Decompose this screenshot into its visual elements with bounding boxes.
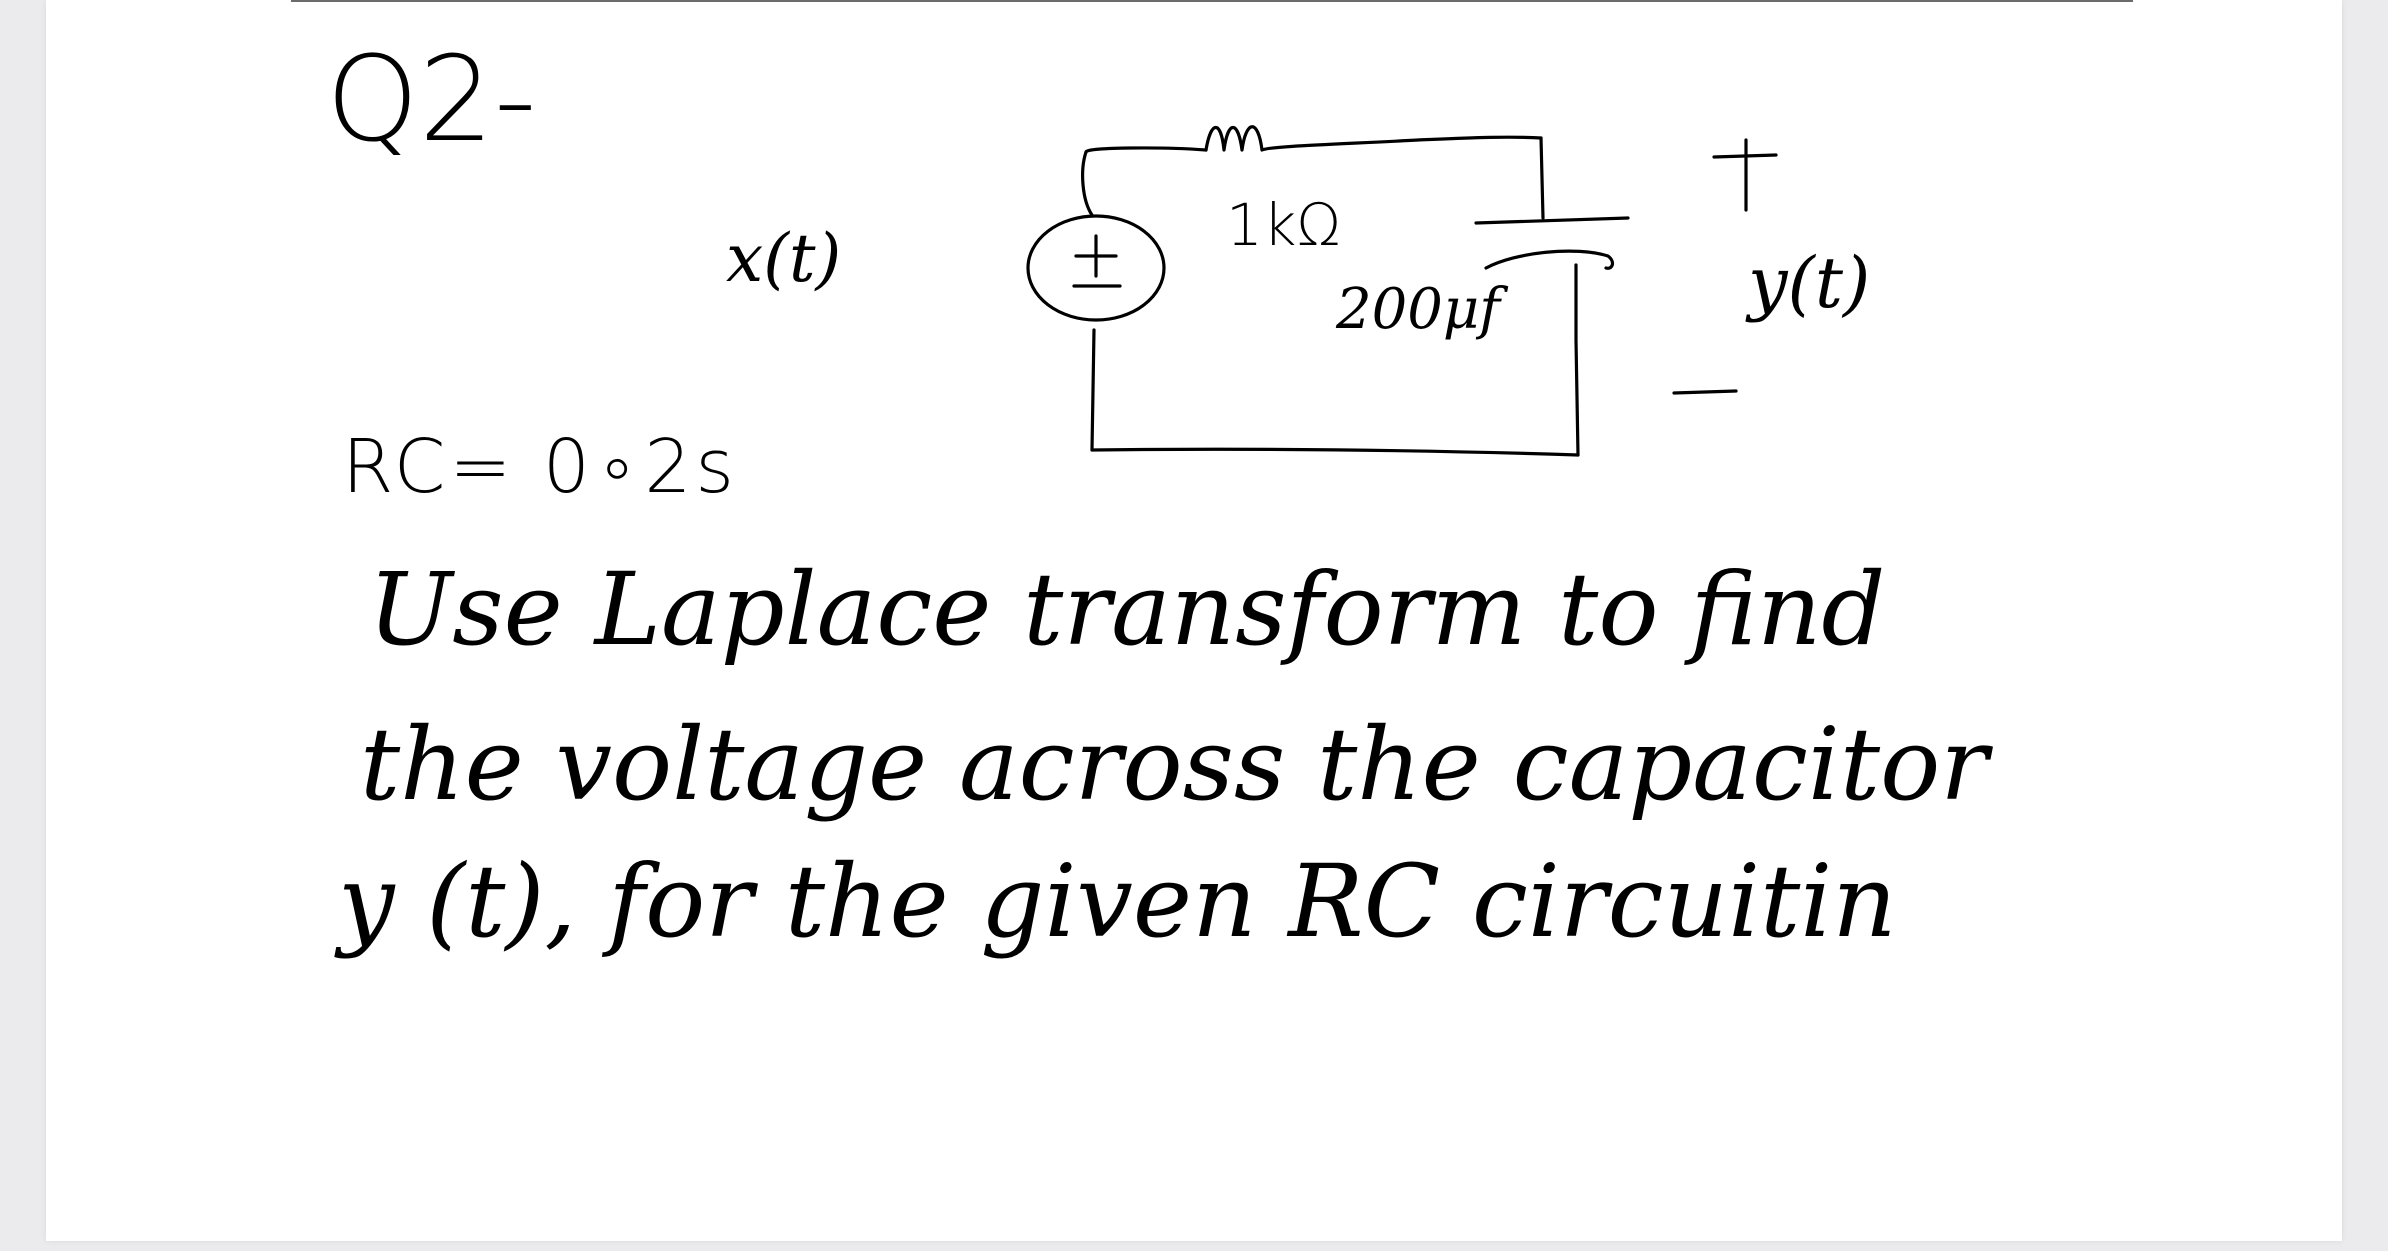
notes-page: Q2- x(t) 1kΩ 200μf y(t) RC= 0∘2s Use Lap… [46,0,2342,1241]
question-number: Q2- [326,30,537,168]
problem-line-2: the voltage across the capacitor [360,706,1989,823]
rc-circuit-diagram [1026,125,1778,457]
source-top-lead [1081,150,1094,217]
resistor-symbol [1204,125,1543,152]
rc-value: RC= 0∘2s [342,424,738,510]
wire-capacitor-down [1574,263,1580,457]
bottom-wire [1090,447,1580,457]
problem-line-3: y (t), for the given RC circuitin [338,843,1897,960]
output-label: y(t) [1748,242,1871,324]
top-wire [1084,146,1208,154]
source-bottom-lead [1090,328,1096,452]
problem-line-1: Use Laplace transform to find [368,551,1886,668]
resistor-label: 1kΩ [1226,191,1341,259]
capacitor-plate-bottom [1484,249,1615,270]
page-top-rule [291,0,2133,2]
source-label: x(t) [726,220,842,297]
wire-to-capacitor [1539,136,1545,220]
output-minus [1672,389,1738,395]
capacitor-label: 200μf [1336,277,1501,342]
voltage-source-circle [1026,214,1166,322]
capacitor-plate-top [1474,216,1630,225]
